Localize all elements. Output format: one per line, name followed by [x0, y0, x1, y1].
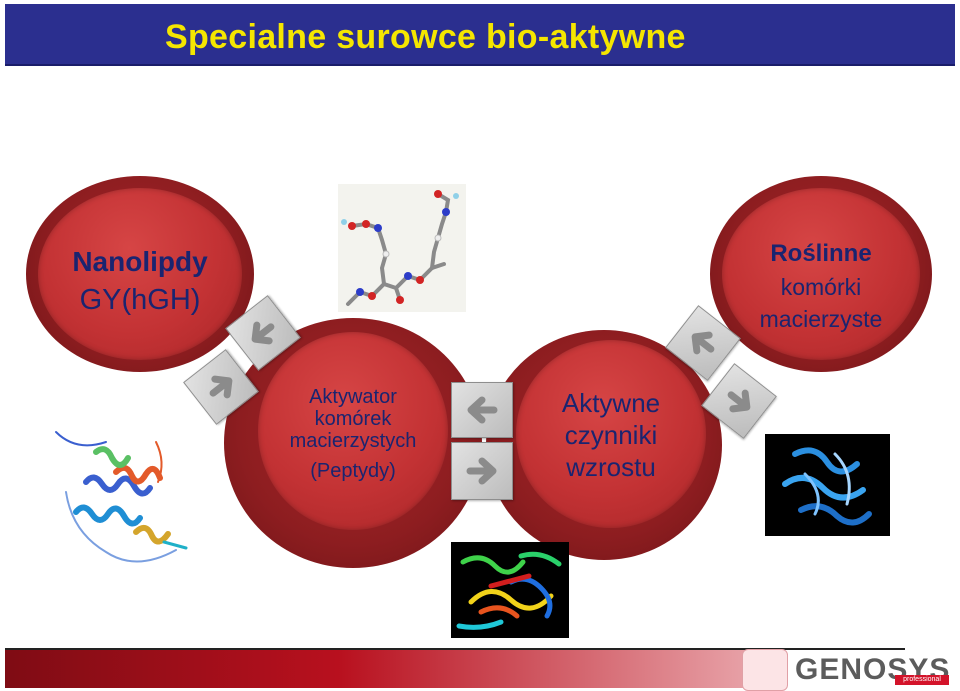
node-roslinne-line1: Roślinne [770, 240, 872, 267]
node-czynniki-line2: czynniki [564, 420, 658, 450]
arrow-right-icon [701, 363, 777, 439]
node-aktywator: Aktywator komórek macierzystych (Peptydy… [258, 332, 448, 530]
node-aktywator-line3: macierzystych [289, 430, 417, 452]
node-roslinne-line3: macierzyste [759, 306, 883, 332]
molecule-image [338, 184, 466, 312]
node-nanolipidy: Nanolipdy GY(hGH) [38, 188, 242, 360]
node-nanolipidy-line1: Nanolipdy [72, 246, 208, 277]
node-roslinne-line2: komórki [780, 274, 862, 300]
node-nanolipidy-line2: GY(hGH) [79, 284, 201, 316]
arrow-left-icon [665, 305, 741, 381]
protein-image-center [451, 542, 569, 638]
node-czynniki: Aktywne czynniki wzrostu [516, 340, 706, 528]
protein-image-right [765, 434, 890, 536]
node-czynniki-line3: wzrostu [566, 452, 656, 482]
logo-mark-icon [742, 649, 788, 691]
node-aktywator-line4: (Peptydy) [310, 460, 396, 482]
node-aktywator-line2: komórek [314, 408, 392, 430]
footer-stripe [5, 650, 745, 688]
node-roslinne: Roślinne komórki macierzyste [722, 188, 920, 360]
footer-divider [5, 648, 905, 650]
node-czynniki-line1: Aktywne [561, 388, 661, 418]
node-aktywator-line1: Aktywator [309, 386, 397, 408]
title-bar: Specialne surowce bio-aktywne [5, 4, 955, 66]
protein-image-left [46, 422, 196, 582]
arrow-right-icon [183, 349, 259, 425]
arrow-right-icon [451, 442, 513, 500]
slide-title: Specialne surowce bio-aktywne [165, 18, 686, 56]
arrow-left-icon [225, 295, 301, 371]
arrow-left-icon [451, 382, 513, 438]
logo-sub: professional [895, 675, 949, 685]
footer: GENOSYS professional [0, 645, 960, 691]
